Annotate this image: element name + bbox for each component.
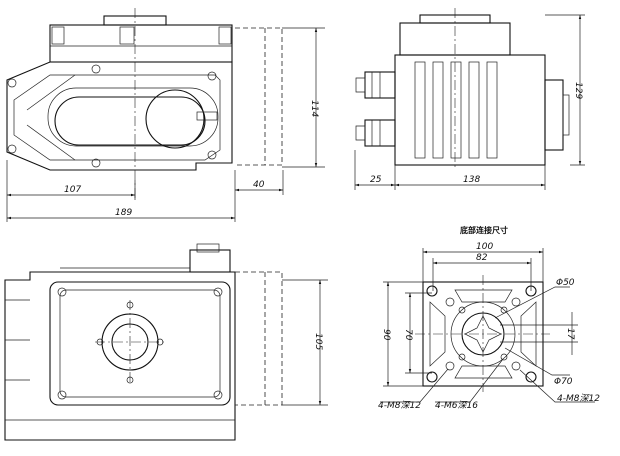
side-view: 25 138 129 [354, 8, 585, 190]
dim-70: 70 [403, 329, 413, 341]
flange-view: 底部连接尺寸 100 82 90 70 17 Φ50 Φ70 4-M8深12 4… [378, 225, 600, 411]
dim-107: 107 [64, 185, 81, 195]
flange-title: 底部连接尺寸 [459, 225, 508, 235]
dim-dia-50: Φ50 [556, 278, 575, 288]
front-view: 114 107 189 40 [6, 8, 325, 222]
callout-m8-left: 4-M8深12 [378, 400, 421, 411]
dim-height-114: 114 [309, 100, 319, 117]
callout-m8-right: 4-M8深12 [557, 393, 600, 404]
dim-height-129: 129 [573, 82, 583, 99]
dim-40: 40 [253, 180, 265, 190]
dim-90: 90 [381, 329, 391, 341]
dim-189: 189 [115, 208, 132, 218]
dim-17: 17 [565, 328, 575, 340]
dim-82: 82 [476, 253, 488, 263]
bottom-view: 105 [4, 243, 328, 441]
dim-dia-70: Φ70 [554, 377, 573, 387]
dim-25: 25 [370, 175, 382, 185]
callout-m6: 4-M6深16 [435, 400, 478, 411]
dim-height-105: 105 [313, 333, 323, 350]
dim-100: 100 [476, 242, 493, 252]
dim-138: 138 [463, 175, 480, 185]
